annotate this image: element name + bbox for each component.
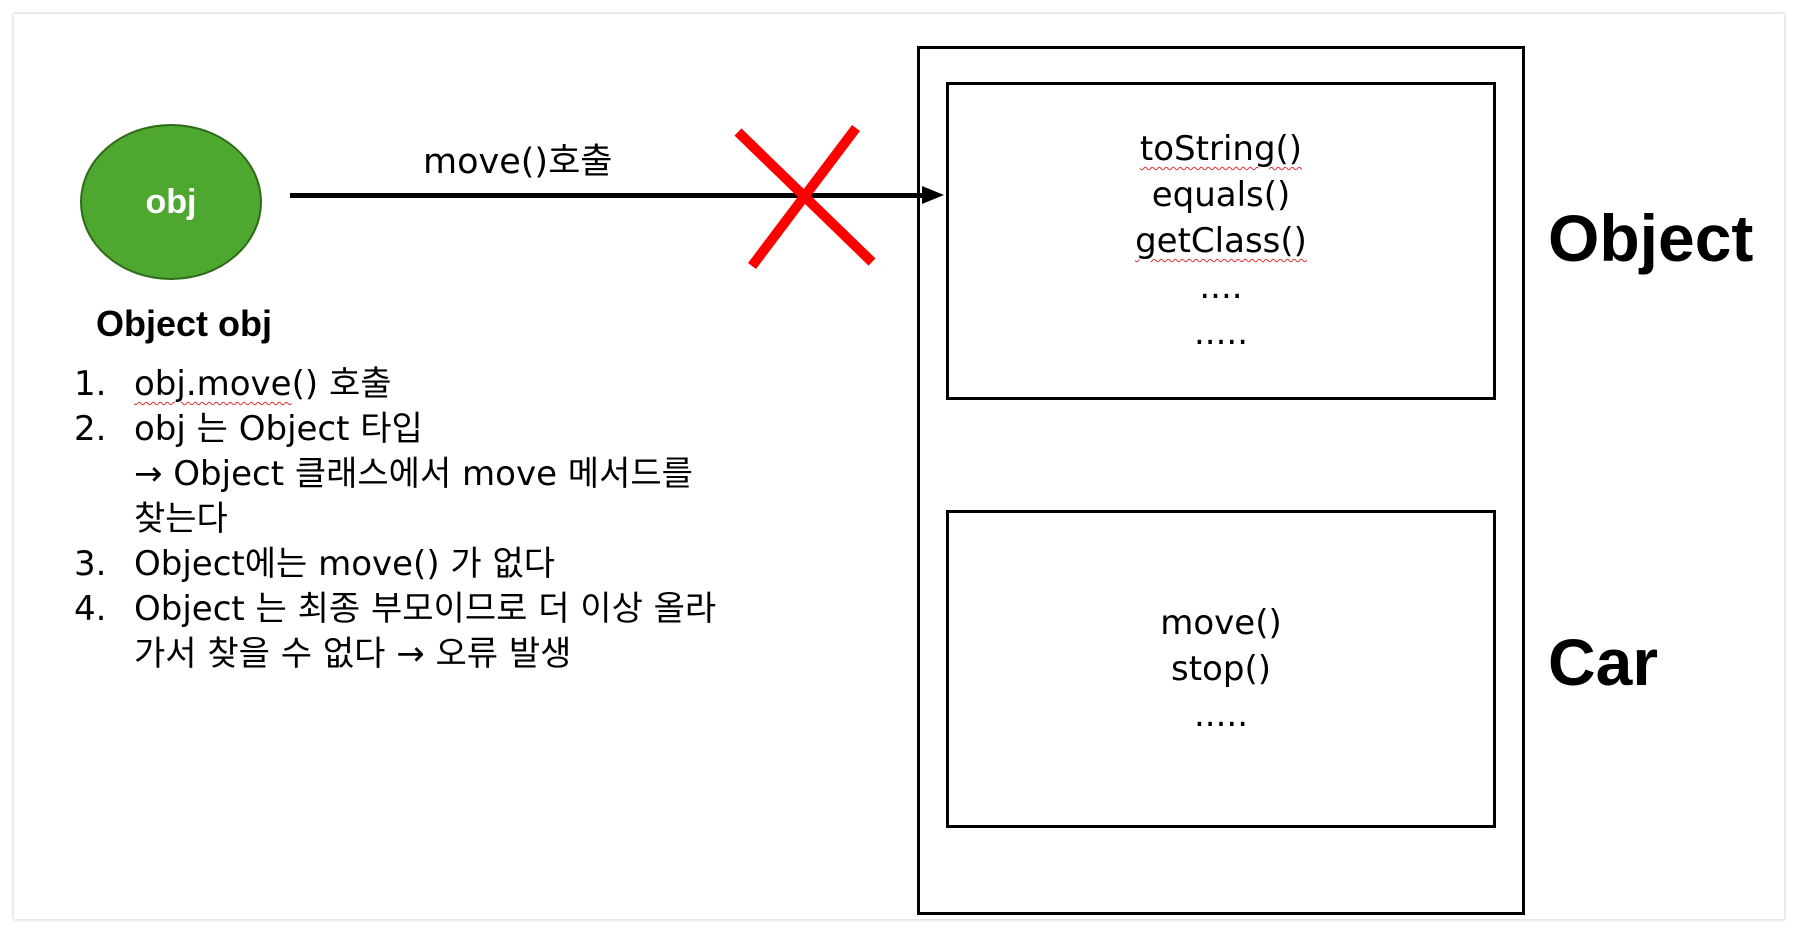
car-class-box: move() stop() ..... [946, 510, 1496, 828]
step-number: 3. [74, 544, 107, 584]
car-class-label: Car [1548, 625, 1659, 699]
explanation-steps: 1. obj.move() 호출 2. obj 는 Object 타입→ Obj… [74, 362, 834, 677]
method-getclass: getClass() [1135, 221, 1307, 261]
step-item: 3. Object에는 move() 가 없다 [74, 542, 834, 587]
call-arrow-head [922, 186, 944, 204]
obj-variable-label: obj [145, 182, 197, 221]
step-number: 2. [74, 409, 107, 449]
object-class-box: toString() equals() getClass() .... ....… [946, 82, 1496, 400]
method-ellipsis: .... [1199, 267, 1243, 307]
object-class-label: Object [1548, 201, 1754, 275]
call-label: move()호출 [423, 142, 613, 182]
call-arrow-line [290, 193, 924, 198]
method-ellipsis: ..... [1193, 313, 1249, 353]
method-tostring: toString() [1139, 129, 1303, 169]
step-number: 4. [74, 589, 107, 629]
step-item: 2. obj 는 Object 타입→ Object 클래스에서 move 메서… [74, 407, 834, 542]
step-text: Object에는 move() 가 없다 [134, 544, 556, 584]
step-text: obj.move() 호출 [134, 364, 392, 404]
method-ellipsis: ..... [1193, 695, 1249, 735]
car-instance-box [917, 46, 1525, 915]
declaration-label: Object obj [96, 303, 273, 344]
blocked-x-icon [734, 124, 876, 270]
method-equals: equals() [1151, 175, 1291, 215]
step-number: 1. [74, 364, 107, 404]
method-stop: stop() [1171, 649, 1271, 689]
obj-variable-circle: obj [80, 124, 262, 280]
step-item: 1. obj.move() 호출 [74, 362, 834, 407]
diagram-canvas [14, 14, 1784, 919]
method-move: move() [1160, 603, 1282, 643]
